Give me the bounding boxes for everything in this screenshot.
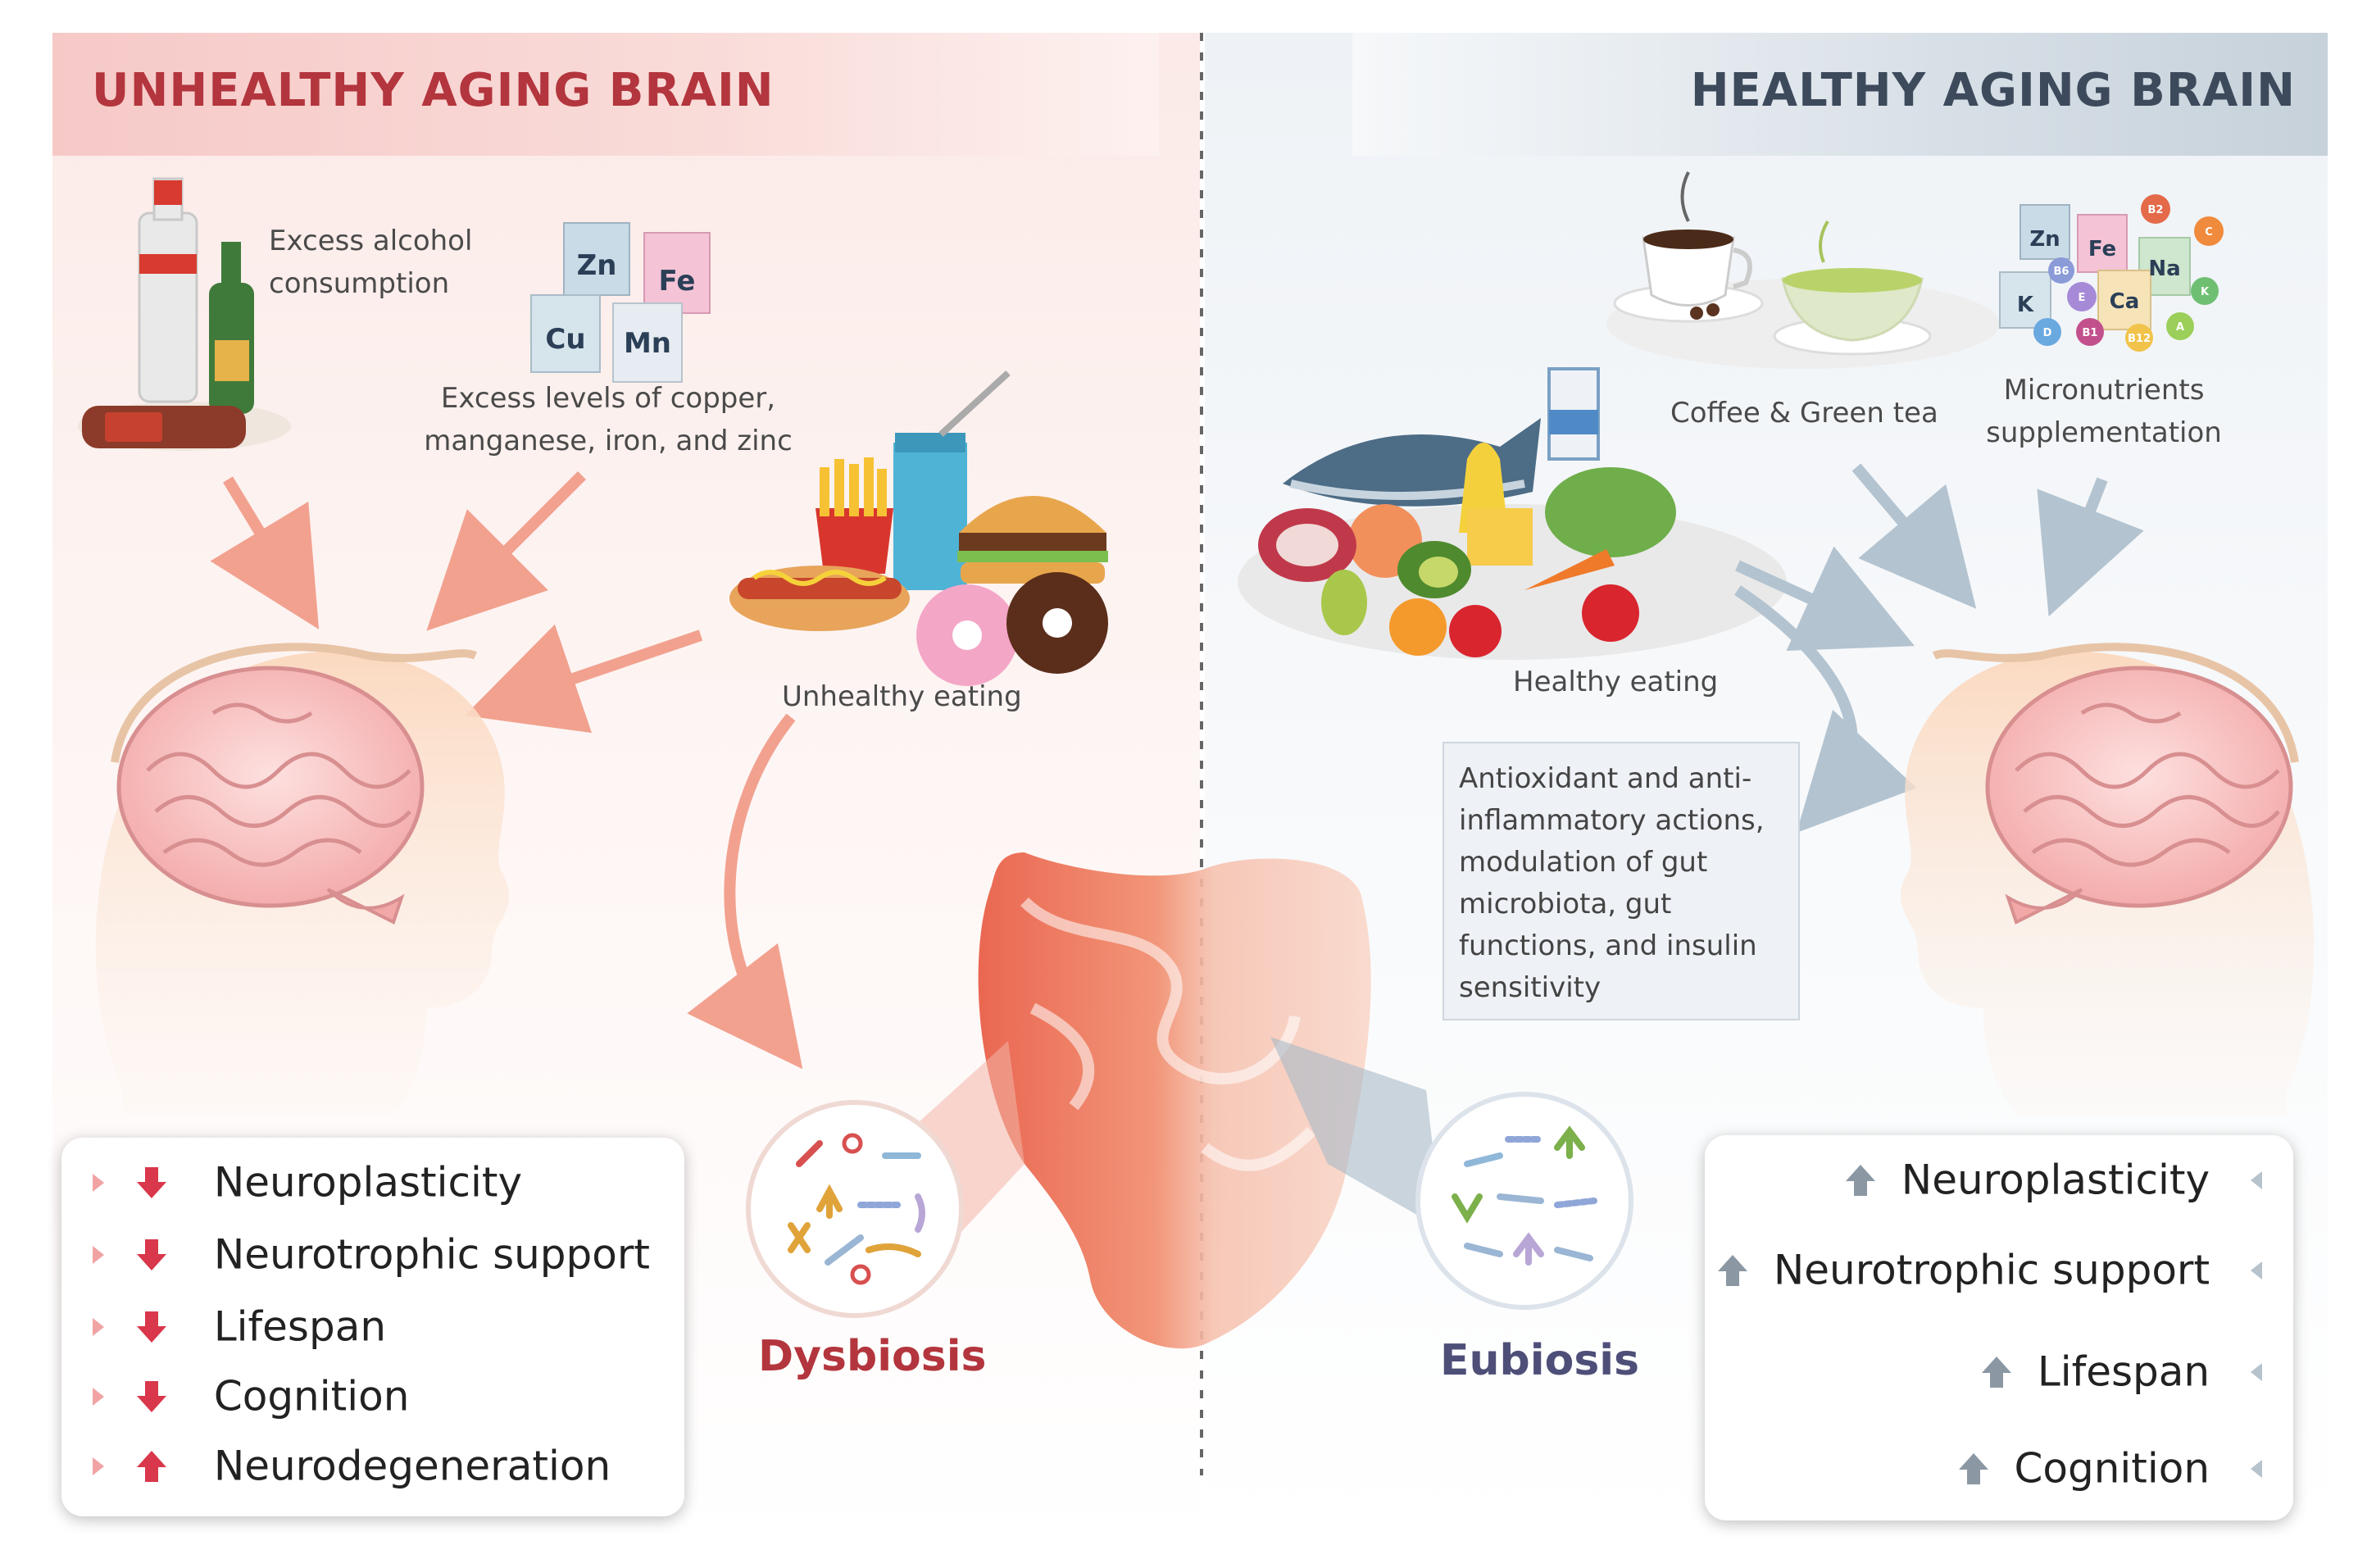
effect-label: Neurotrophic support — [213, 1230, 651, 1279]
unhealthy-effect-lifespan: Lifespan — [93, 1300, 386, 1351]
right-panel-title: HEALTHY AGING BRAIN — [1690, 64, 2296, 117]
effect-label: Cognition — [2014, 1444, 2210, 1493]
decrease-arrow-icon — [136, 1311, 166, 1343]
healthy-effects-box: Neuroplasticity Neurotrophic support Lif… — [1705, 1135, 2293, 1520]
micronutrient-tile-na: Na — [2148, 257, 2180, 281]
vitamin-bubble-c: C — [2205, 226, 2213, 239]
mechanism-line-5: functions, and insulin — [1459, 929, 1757, 962]
left-panel-title: UNHEALTHY AGING BRAIN — [92, 64, 775, 117]
metal-tiles-illustration: Zn Fe Cu Mn — [530, 222, 711, 383]
junk-food-illustration — [729, 370, 1108, 686]
mechanism-line-1: Antioxidant and anti- — [1459, 762, 1752, 795]
vitamin-bubble-b6: B6 — [2054, 266, 2069, 278]
decrease-arrow-icon — [136, 1238, 166, 1270]
metals-label: Excess levels of copper, manganese, iron… — [420, 377, 797, 462]
mechanism-line-3: modulation of gut — [1459, 846, 1708, 879]
healthy-eating-label: Healthy eating — [1513, 666, 1719, 698]
micronutrient-tile-fe: Fe — [2088, 237, 2116, 261]
bullet-triangle-icon — [2251, 1261, 2262, 1279]
effect-label: Lifespan — [213, 1302, 387, 1351]
mechanism-line-4: microbiota, gut — [1459, 888, 1672, 920]
healthy-effect-neuroplasticity: Neuroplasticity — [1844, 1153, 2262, 1204]
metal-tile-fe: Fe — [659, 265, 696, 298]
metals-label-line-1: Excess levels of copper, — [440, 382, 776, 415]
metal-tile-zn: Zn — [577, 249, 617, 282]
dysbiosis-microbe-circle — [746, 1100, 964, 1318]
increase-arrow-icon — [136, 1450, 166, 1482]
metal-tile-cu: Cu — [545, 323, 585, 356]
left-title-banner — [52, 33, 1159, 156]
bullet-triangle-icon — [93, 1387, 104, 1406]
mechanism-line-2: inflammatory actions, — [1459, 804, 1765, 837]
micronutrient-tile-ca: Ca — [2110, 289, 2140, 314]
unhealthy-effect-neuroplasticity: Neuroplasticity — [93, 1156, 522, 1207]
eubiosis-label: Eubiosis — [1440, 1336, 1640, 1385]
increase-arrow-icon — [1717, 1254, 1747, 1286]
vitamin-bubble-b1: B1 — [2083, 327, 2098, 339]
micronutrient-tile-k: K — [2017, 293, 2034, 317]
bullet-triangle-icon — [93, 1317, 104, 1336]
healthy-mechanism-box: Antioxidant and anti- inflammatory actio… — [1443, 742, 1800, 1020]
bullet-triangle-icon — [2251, 1459, 2262, 1478]
effect-label: Neuroplasticity — [213, 1158, 523, 1207]
unhealthy-effect-neurodegeneration: Neurodegeneration — [93, 1439, 611, 1490]
effect-label: Neurodegeneration — [213, 1442, 611, 1490]
bullet-triangle-icon — [2251, 1170, 2262, 1189]
right-input-arrows — [1734, 463, 2144, 833]
micronutrient-tile-zn: Zn — [2029, 227, 2060, 252]
vitamin-bubble-b12: B12 — [2128, 333, 2151, 345]
micronutrients-label-line-1: Micronutrients — [2003, 374, 2205, 407]
increase-arrow-icon — [1845, 1164, 1875, 1196]
increase-arrow-icon — [1981, 1356, 2011, 1388]
effect-label: Neurotrophic support — [1773, 1246, 2210, 1294]
effect-label: Cognition — [213, 1372, 410, 1420]
coffee-green-tea-illustration — [1606, 171, 2000, 369]
alcohol-label-line-2: consumption — [269, 267, 450, 300]
bullet-triangle-icon — [2251, 1362, 2262, 1381]
coffee-tea-label: Coffee & Green tea — [1670, 397, 1938, 429]
right-title-banner — [1352, 33, 2328, 156]
vitamin-bubble-d: D — [2043, 327, 2052, 339]
dysbiosis-label: Dysbiosis — [758, 1332, 987, 1381]
right-head-with-brain — [1900, 643, 2315, 1115]
bullet-triangle-icon — [93, 1245, 104, 1264]
decrease-arrow-icon — [136, 1380, 166, 1412]
healthy-effect-cognition: Cognition — [1957, 1442, 2262, 1493]
vitamin-bubble-e: E — [2079, 292, 2086, 304]
effect-label: Lifespan — [2037, 1348, 2210, 1396]
mechanism-line-6: sensitivity — [1459, 971, 1602, 1004]
vitamin-bubble-a: A — [2176, 321, 2184, 334]
eubiosis-zoom-cone — [1270, 1037, 1443, 1229]
eubiosis-microbe-circle — [1415, 1092, 1633, 1310]
micronutrient-tiles-illustration: Zn Fe Na K Ca B2 C B6 E K D B1 B12 A — [1999, 194, 2224, 352]
increase-arrow-icon — [1958, 1452, 1988, 1484]
micronutrients-label: Micronutrients supplementation — [1977, 369, 2231, 454]
bullet-triangle-icon — [93, 1457, 104, 1475]
vitamin-bubble-k: K — [2201, 286, 2210, 298]
metals-label-line-2: manganese, iron, and zinc — [424, 425, 793, 457]
unhealthy-effects-box: Neuroplasticity Neurotrophic support Lif… — [61, 1138, 684, 1516]
alcohol-bottles-illustration — [78, 177, 291, 451]
metal-tile-mn: Mn — [624, 327, 671, 360]
unhealthy-eating-label: Unhealthy eating — [782, 680, 1022, 713]
healthy-food-illustration — [1238, 367, 1787, 660]
vitamin-bubble-b2: B2 — [2148, 204, 2164, 216]
unhealthy-effect-cognition: Cognition — [93, 1370, 409, 1420]
unhealthy-effect-neurotrophic-support: Neurotrophic support — [93, 1228, 650, 1279]
healthy-effect-lifespan: Lifespan — [1980, 1345, 2262, 1396]
alcohol-label: Excess alcohol consumption — [269, 220, 472, 305]
alcohol-label-line-1: Excess alcohol — [269, 225, 473, 257]
gut-illustration — [978, 852, 1371, 1349]
decrease-arrow-icon — [136, 1166, 166, 1198]
left-input-arrows — [210, 471, 803, 1070]
micronutrients-label-line-2: supplementation — [1986, 416, 2222, 449]
healthy-effect-neurotrophic-support: Neurotrophic support — [1716, 1243, 2262, 1294]
effect-label: Neuroplasticity — [1901, 1156, 2210, 1204]
left-head-with-brain — [95, 643, 510, 1115]
bullet-triangle-icon — [93, 1173, 104, 1192]
